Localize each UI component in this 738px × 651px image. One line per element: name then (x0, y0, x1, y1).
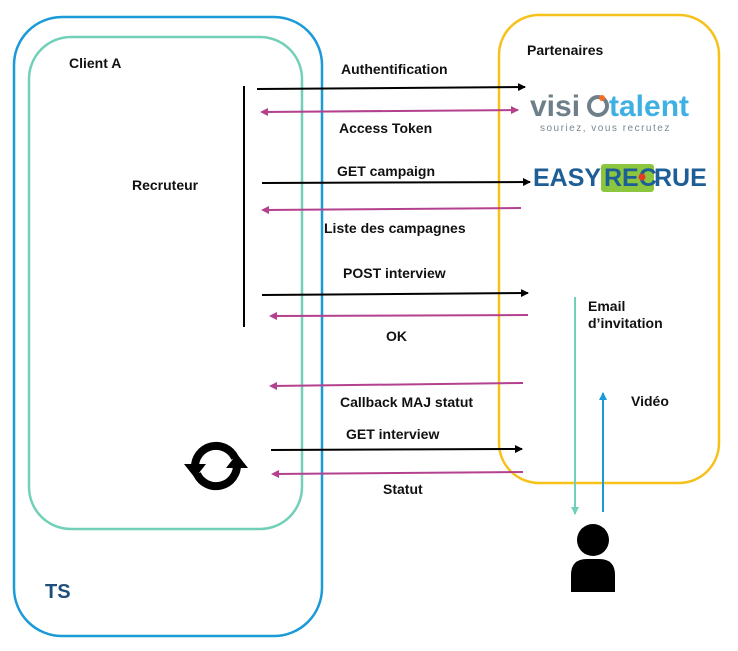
visiotalent-tagline: souriez, vous recrutez (540, 123, 671, 134)
response-arrow (270, 382, 524, 387)
message-label: Callback MAJ statut (340, 394, 473, 410)
response-arrow (270, 314, 529, 317)
request-arrow (261, 289, 529, 298)
partners-container (497, 13, 721, 485)
easyrecrue-part2: REC (604, 164, 657, 192)
easyrecrue-part3: RUE (654, 164, 707, 192)
video-label: Vidéo (631, 393, 669, 409)
easyrecrue-c-dot-icon (638, 173, 646, 181)
email-label-line2: d’invitation (588, 315, 663, 331)
message-get-campaign: GET campaign (261, 163, 531, 187)
email-label: Email (588, 298, 629, 314)
ts-container (12, 15, 324, 638)
visiotalent-dot-icon (599, 95, 605, 101)
request-arrow (256, 83, 526, 92)
message-authentification: Authentification (256, 61, 526, 92)
arrowhead (260, 108, 268, 116)
arrowhead (269, 382, 277, 390)
message-label: Access Token (339, 120, 432, 136)
message-liste-campagnes: Liste des campagnes (262, 207, 522, 236)
message-label: Statut (383, 481, 423, 497)
request-arrow (261, 178, 531, 187)
svg-text:visi: visi (530, 90, 580, 123)
easyrecrue-logo: EASY REC RUE (533, 164, 707, 192)
response-arrow (261, 106, 519, 115)
message-label: Liste des campagnes (324, 220, 466, 236)
visiotalent-part1: visi (530, 90, 580, 123)
person-icon (571, 524, 615, 592)
message-ok: OK (270, 314, 529, 344)
refresh-icon (184, 441, 248, 491)
visiotalent-logo: visi talent souriez, vous recrutez (530, 90, 689, 134)
message-label: OK (386, 328, 407, 344)
easyrecrue-part1: EASY (533, 164, 601, 192)
partners-label: Partenaires (527, 42, 603, 58)
message-post-interview: POST interview (261, 265, 529, 298)
easyrecrue-highlight (601, 164, 654, 192)
message-statut: Statut (272, 471, 524, 497)
message-label: Authentification (341, 61, 448, 77)
response-arrow (262, 207, 522, 211)
request-arrow (270, 445, 523, 454)
ts-label: TS (45, 581, 71, 603)
response-arrowheads (260, 108, 279, 478)
message-get-interview: GET interview (270, 426, 523, 454)
client-label: Client A (69, 55, 121, 71)
visiotalent-part2: talent (609, 90, 689, 123)
message-label: GET campaign (337, 163, 435, 179)
message-label: GET interview (346, 426, 439, 442)
recruiter-label: Recruteur (132, 177, 199, 193)
arrowhead (271, 470, 279, 478)
arrowhead (269, 312, 277, 320)
visiotalent-o-icon (587, 95, 609, 117)
svg-text:talent: talent (609, 90, 689, 123)
message-label: POST interview (343, 265, 446, 281)
message-access-token: Access Token (261, 106, 519, 136)
arrowhead (261, 206, 269, 214)
message-callback: Callback MAJ statut (270, 382, 524, 410)
response-arrow (272, 471, 524, 475)
client-container (27, 35, 304, 531)
